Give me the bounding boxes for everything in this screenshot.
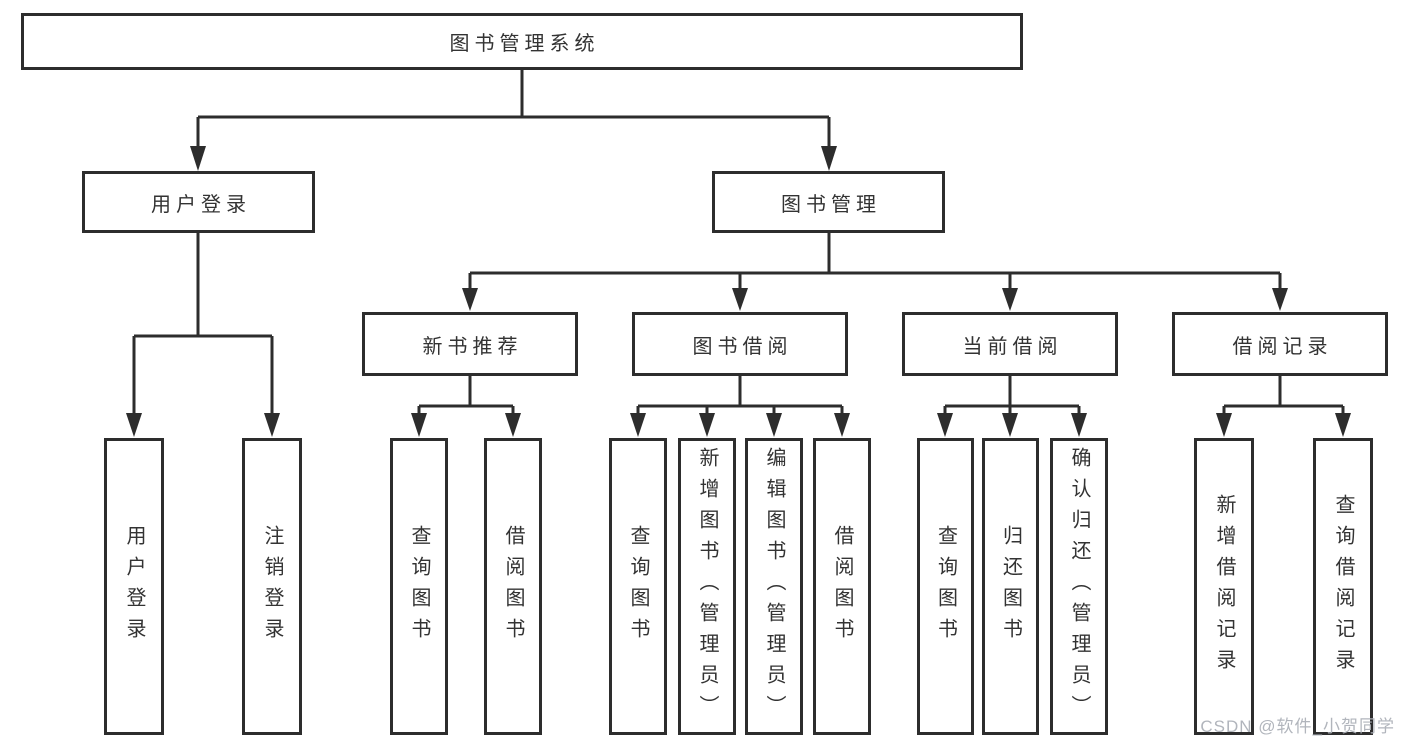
- node-new-book-recommend: 新书推荐: [362, 312, 578, 376]
- leaf-borrow-book-recommend-label: 借阅图书: [502, 524, 524, 649]
- leaf-logout-login: 注销登录: [242, 438, 302, 735]
- node-borrowing-records: 借阅记录: [1172, 312, 1388, 376]
- leaf-confirm-return-admin-label: 确认归还（管理员）: [1068, 447, 1090, 726]
- node-current-borrowing-label: 当前借阅: [962, 335, 1063, 358]
- leaf-add-book-admin: 新增图书（管理员）: [678, 438, 736, 735]
- leaf-logout-login-label: 注销登录: [261, 524, 283, 649]
- leaf-search-borrow-record-label: 查询借阅记录: [1332, 493, 1354, 680]
- node-book-borrowing: 图书借阅: [632, 312, 848, 376]
- leaf-search-book-borrowing: 查询图书: [609, 438, 667, 735]
- leaf-add-borrow-record-label: 新增借阅记录: [1213, 493, 1235, 680]
- leaf-search-book-recommend: 查询图书: [390, 438, 448, 735]
- leaf-search-book-borrowing-label: 查询图书: [627, 524, 649, 649]
- leaf-user-login-label: 用户登录: [123, 524, 145, 649]
- leaf-edit-book-admin-label: 编辑图书（管理员）: [763, 447, 785, 726]
- node-book-management-label: 图书管理: [781, 193, 881, 216]
- leaf-search-book-recommend-label: 查询图书: [408, 524, 430, 649]
- leaf-add-borrow-record: 新增借阅记录: [1194, 438, 1254, 735]
- leaf-search-book-current: 查询图书: [917, 438, 974, 735]
- leaf-borrow-book-recommend: 借阅图书: [484, 438, 542, 735]
- leaf-borrow-book-borrowing: 借阅图书: [813, 438, 871, 735]
- csdn-watermark: CSDN @软件_小贺同学: [1200, 717, 1395, 736]
- node-user-login-label: 用户登录: [151, 193, 251, 216]
- leaf-search-book-current-label: 查询图书: [934, 524, 957, 649]
- leaf-edit-book-admin: 编辑图书（管理员）: [745, 438, 803, 735]
- leaf-borrow-book-borrowing-label: 借阅图书: [831, 524, 853, 649]
- node-current-borrowing: 当前借阅: [902, 312, 1118, 376]
- leaf-user-login: 用户登录: [104, 438, 164, 735]
- node-root-system: 图书管理系统: [21, 13, 1023, 70]
- node-user-login: 用户登录: [82, 171, 315, 233]
- arrowheads: [126, 146, 1351, 437]
- node-book-management: 图书管理: [712, 171, 945, 233]
- leaf-return-book: 归还图书: [982, 438, 1039, 735]
- leaf-return-book-label: 归还图书: [999, 524, 1022, 649]
- leaf-confirm-return-admin: 确认归还（管理员）: [1050, 438, 1108, 735]
- node-root-system-label: 图书管理系统: [449, 33, 600, 55]
- node-book-borrowing-label: 图书借阅: [692, 335, 793, 358]
- node-borrowing-records-label: 借阅记录: [1232, 335, 1333, 358]
- leaf-search-borrow-record: 查询借阅记录: [1313, 438, 1373, 735]
- node-new-book-recommend-label: 新书推荐: [422, 335, 523, 358]
- leaf-add-book-admin-label: 新增图书（管理员）: [696, 447, 718, 726]
